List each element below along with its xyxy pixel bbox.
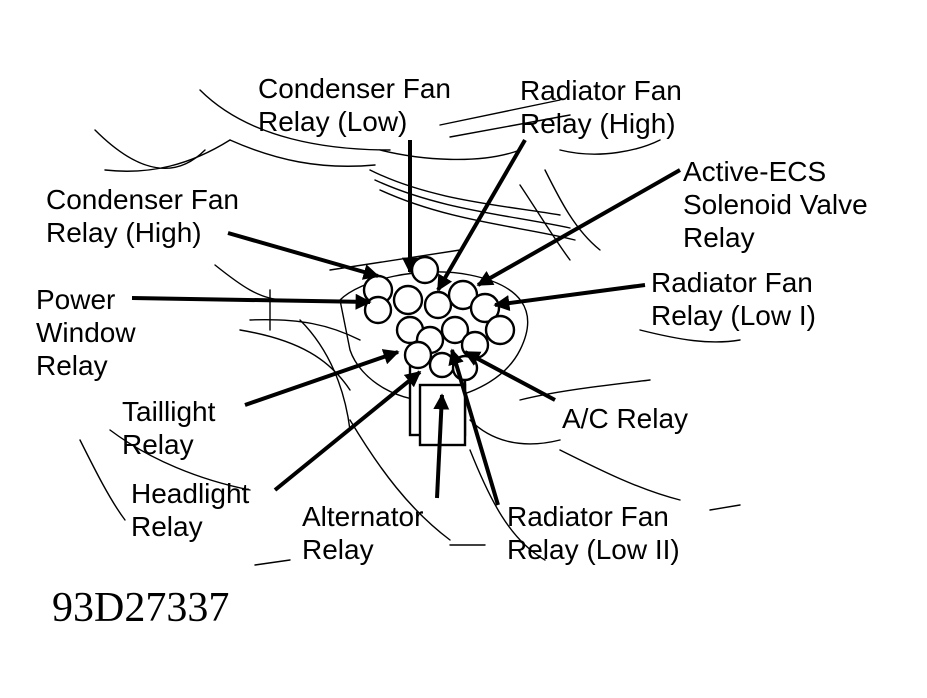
label-alternator: Alternator Relay bbox=[302, 500, 423, 566]
label-line: Relay (High) bbox=[46, 217, 202, 248]
label-condenser-fan-high: Condenser Fan Relay (High) bbox=[46, 183, 239, 249]
label-line: A/C Relay bbox=[562, 403, 689, 434]
label-radiator-fan-low-1: Radiator Fan Relay (Low I) bbox=[651, 266, 816, 332]
label-line: Radiator Fan bbox=[520, 75, 682, 106]
label-line: Condenser Fan bbox=[258, 73, 452, 104]
label-line: Relay (Low) bbox=[258, 106, 408, 137]
leader-condenser-fan-high bbox=[227, 231, 380, 280]
label-line: Relay bbox=[683, 222, 755, 253]
leader-radiator-fan-high bbox=[436, 138, 527, 292]
label-line: Relay bbox=[36, 350, 108, 381]
label-line: Alternator bbox=[302, 501, 424, 532]
label-line: Relay (Low II) bbox=[507, 534, 680, 565]
label-line: Relay (High) bbox=[520, 108, 676, 139]
leader-ac-relay bbox=[463, 350, 556, 402]
label-line: Relay bbox=[122, 429, 194, 460]
label-radiator-fan-low-2: Radiator Fan Relay (Low II) bbox=[507, 500, 680, 566]
leader-taillight bbox=[244, 349, 400, 407]
label-line: Relay bbox=[302, 534, 374, 565]
leader-active-ecs bbox=[476, 168, 681, 287]
label-ac-relay: A/C Relay bbox=[562, 402, 688, 435]
leader-alternator bbox=[433, 393, 450, 499]
label-line: Power bbox=[36, 284, 116, 315]
label-line: Radiator Fan bbox=[651, 267, 813, 298]
label-taillight: Taillight Relay bbox=[122, 395, 215, 461]
label-line: Relay (Low I) bbox=[651, 300, 816, 331]
label-power-window: Power Window Relay bbox=[36, 283, 136, 382]
leader-power-window bbox=[131, 293, 372, 310]
label-headlight: Headlight Relay bbox=[131, 477, 249, 543]
figure-id: 93D27337 bbox=[52, 585, 230, 631]
label-condenser-fan-low: Condenser Fan Relay (Low) bbox=[258, 72, 451, 138]
label-line: Relay bbox=[131, 511, 203, 542]
leader-radiator-fan-low2 bbox=[448, 348, 500, 506]
label-active-ecs: Active-ECS Solenoid Valve Relay bbox=[683, 155, 868, 254]
leader-lines bbox=[131, 138, 681, 506]
label-radiator-fan-high: Radiator Fan Relay (High) bbox=[520, 74, 682, 140]
label-line: Active-ECS bbox=[683, 156, 827, 187]
relay-block bbox=[339, 255, 529, 447]
label-line: Window bbox=[36, 317, 136, 348]
leader-headlight bbox=[273, 370, 422, 492]
label-line: Radiator Fan bbox=[507, 501, 669, 532]
label-line: Solenoid Valve bbox=[683, 189, 868, 220]
label-line: Condenser Fan bbox=[46, 184, 240, 215]
label-line: Headlight bbox=[131, 478, 250, 509]
label-line: Taillight bbox=[122, 396, 216, 427]
leader-radiator-fan-low1 bbox=[493, 283, 646, 312]
